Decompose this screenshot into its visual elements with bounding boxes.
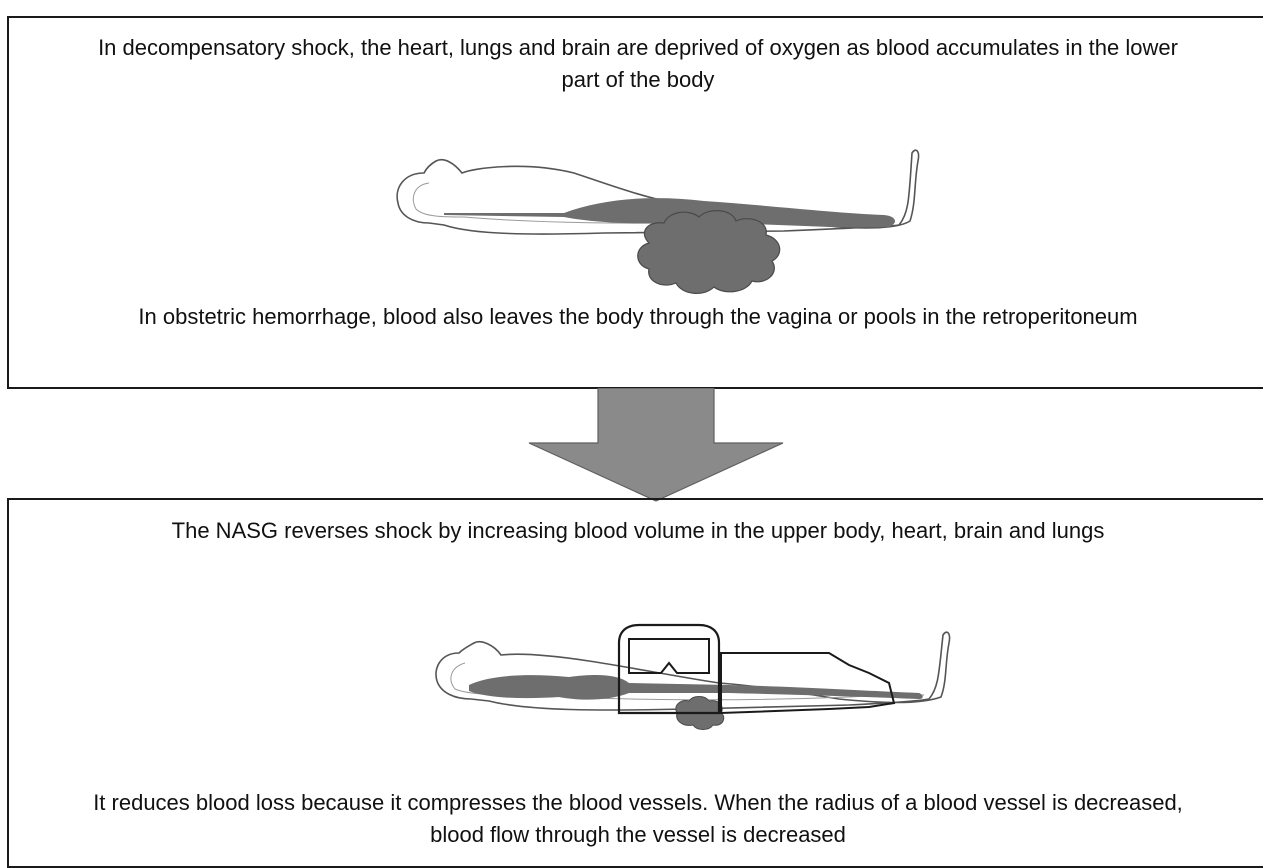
down-arrow-icon <box>528 388 784 502</box>
nasg-pressure-panel <box>629 639 709 673</box>
supine-body-shock-illustration <box>384 143 924 308</box>
hemorrhage-description: In obstetric hemorrhage, blood also leav… <box>9 301 1263 333</box>
nasg-reversal-description: The NASG reverses shock by increasing bl… <box>9 515 1263 547</box>
shock-panel: In decompensatory shock, the heart, lung… <box>7 16 1263 389</box>
blood-pool-cloud <box>638 211 780 294</box>
supine-body-nasg-illustration <box>429 613 954 733</box>
blood-loss-reduction-description: It reduces blood loss because it compres… <box>9 787 1263 851</box>
shock-description: In decompensatory shock, the heart, lung… <box>9 32 1263 96</box>
nasg-panel: The NASG reverses shock by increasing bl… <box>7 498 1263 868</box>
